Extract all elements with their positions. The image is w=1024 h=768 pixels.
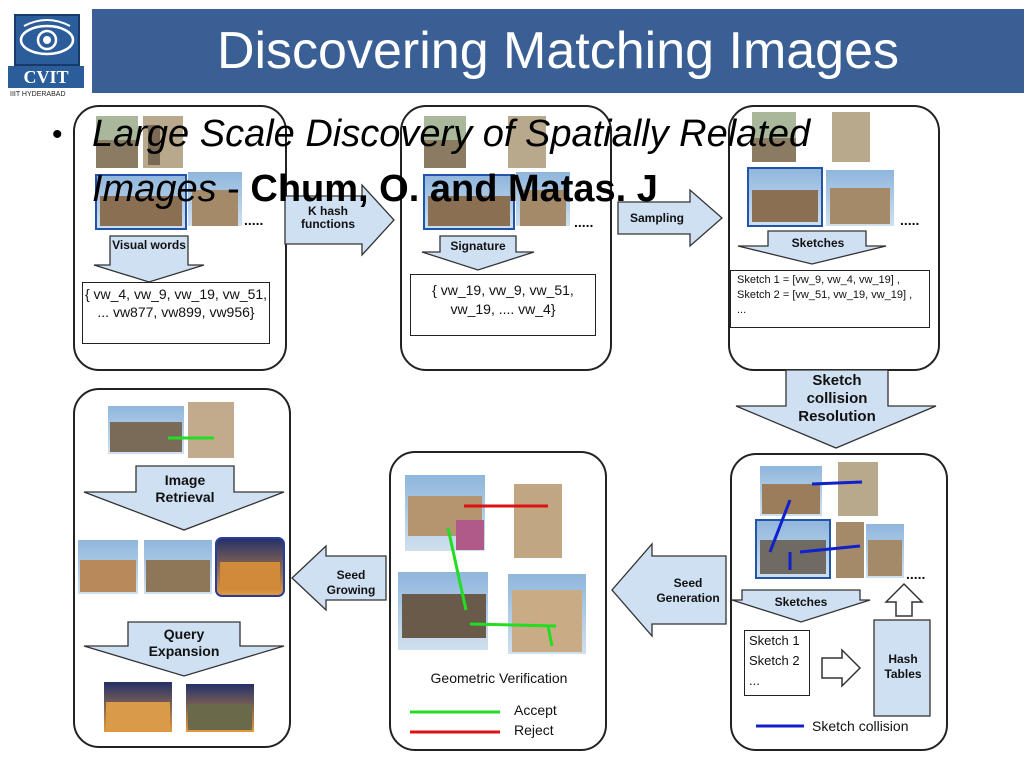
visual-words-box: { vw_4, vw_9, vw_19, vw_51, ... vw877, v… — [82, 282, 270, 344]
sketch-collision-legend: Sketch collision — [812, 718, 909, 734]
eye-icon — [14, 14, 80, 66]
logo-text: CVIT — [8, 66, 84, 88]
signature-arrow — [421, 235, 535, 271]
hash-tables-label: Hash Tables — [884, 652, 922, 681]
image-retrieval-arrow — [83, 465, 285, 531]
seed-growing-label: Seed Growing — [326, 568, 376, 597]
more-images-dots-2: ..... — [574, 214, 594, 230]
logo-subtitle: IIIT HYDERABAD — [10, 91, 66, 98]
bullet-line-1: Large Scale Discovery of Spatially Relat… — [92, 113, 811, 155]
bullet-italic: Images — [92, 168, 217, 210]
k-hash-label: K hash functions — [301, 204, 355, 231]
visual-words-label: Visual words — [112, 238, 186, 252]
image-retrieval-label: Image Retrieval — [155, 472, 215, 505]
hash-sketch-box: Sketch 1 Sketch 2 ... — [744, 630, 810, 696]
geometric-verification-label: Geometric Verification — [430, 670, 568, 686]
visual-words-arrow — [93, 235, 205, 283]
query-expansion-arrow — [83, 621, 285, 677]
title-bar: Discovering Matching Images — [92, 9, 1024, 93]
bullet-line-2: Images - Chum, O. and Matas. J — [92, 167, 658, 211]
panel3-photos — [747, 112, 894, 227]
panel6-sketches-label: Sketches — [774, 595, 828, 609]
bullet-dot: • — [52, 118, 63, 151]
hash-tables-box — [873, 619, 931, 717]
panel6-sketches-arrow — [731, 589, 871, 623]
query-expansion-label: Query Expansion — [148, 626, 220, 659]
hash-sketch-3: ... — [749, 673, 760, 688]
more-images-dots: ..... — [244, 212, 264, 228]
panel6-photos — [755, 462, 904, 579]
sampling-label: Sampling — [629, 211, 684, 225]
seed-generation-label: Seed Generation — [656, 576, 720, 605]
cvit-logo: CVIT — [8, 8, 84, 88]
panel5-photos — [398, 475, 586, 654]
page-title: Discovering Matching Images — [216, 22, 900, 80]
hash-sketch-2: Sketch 2 — [749, 653, 800, 668]
reject-legend: Reject — [514, 722, 554, 738]
sketch-line-3: ... — [737, 304, 747, 316]
hash-sketch-1: Sketch 1 — [749, 633, 800, 648]
sketches-arrow — [737, 230, 887, 265]
sketch-line-2: Sketch 2 = [vw_51, vw_19, vw_19] , — [737, 289, 913, 301]
bullet-authors: Chum, O. and Matas. J — [250, 168, 658, 210]
panel4-photos — [78, 402, 285, 732]
up-arrow — [884, 582, 924, 617]
accept-legend: Accept — [514, 702, 557, 718]
panel1-photos — [95, 116, 242, 230]
collision-resolution-label: Sketch collision Resolution — [798, 372, 876, 425]
signature-box: { vw_19, vw_9, vw_51, vw_19, .... vw_4} — [410, 274, 596, 336]
bullet-separator: - — [216, 168, 251, 210]
right-small-arrow — [821, 648, 862, 688]
seed-growing-arrow — [291, 544, 387, 612]
more-images-dots-4: ..... — [906, 566, 926, 582]
sampling-arrow — [617, 188, 723, 248]
signature-label: Signature — [450, 239, 506, 253]
more-images-dots-3: ..... — [900, 212, 920, 228]
k-hash-arrow — [284, 183, 395, 257]
sketches-box: Sketch 1 = [vw_9, vw_4, vw_19] , Sketch … — [730, 270, 930, 328]
sketch-line-1: Sketch 1 = [vw_9, vw_4, vw_19] , — [737, 274, 900, 286]
panel2-photos — [423, 116, 570, 230]
collision-resolution-arrow — [735, 369, 937, 449]
seed-generation-arrow — [611, 542, 727, 638]
sketches-label: Sketches — [791, 236, 845, 250]
